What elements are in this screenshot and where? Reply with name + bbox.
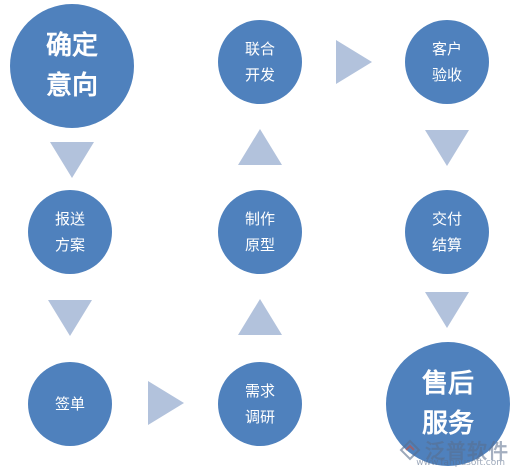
node-confirm-intent: 确定 意向 xyxy=(10,4,134,128)
arrow-down-3 xyxy=(425,130,469,166)
node-joint-development: 联合 开发 xyxy=(218,20,302,104)
node-sign: 签单 xyxy=(28,362,112,446)
arrow-up-1 xyxy=(238,299,282,335)
node-send-proposal-label: 报送 方案 xyxy=(54,210,85,254)
arrow-right-1 xyxy=(148,381,184,425)
arrow-right-2 xyxy=(336,40,372,84)
node-after-sales-service-label: 售后 服务 xyxy=(421,369,474,439)
node-make-prototype: 制作 原型 xyxy=(218,190,302,274)
watermark-url: www.fanpusoft.com xyxy=(416,458,505,468)
arrow-down-4 xyxy=(425,292,469,328)
node-joint-development-label: 联合 开发 xyxy=(244,40,275,84)
watermark-brand: 泛普软件 xyxy=(425,439,509,463)
node-delivery-settlement-label: 交付 结算 xyxy=(431,210,462,254)
node-sign-label: 签单 xyxy=(54,395,85,413)
arrow-up-2 xyxy=(238,129,282,165)
node-customer-acceptance-label: 客户 验收 xyxy=(431,40,462,84)
node-make-prototype-label: 制作 原型 xyxy=(244,210,275,254)
node-send-proposal: 报送 方案 xyxy=(28,190,112,274)
arrow-down-1 xyxy=(50,142,94,178)
node-requirement-research: 需求 调研 xyxy=(218,362,302,446)
watermark: 泛普软件 xyxy=(399,435,509,464)
node-delivery-settlement: 交付 结算 xyxy=(405,190,489,274)
node-requirement-research-label: 需求 调研 xyxy=(244,382,275,426)
node-after-sales-service: 售后 服务 xyxy=(386,342,510,466)
brand-logo-icon xyxy=(399,439,421,460)
node-confirm-intent-label: 确定 意向 xyxy=(45,31,98,101)
arrow-down-2 xyxy=(48,300,92,336)
node-customer-acceptance: 客户 验收 xyxy=(405,20,489,104)
